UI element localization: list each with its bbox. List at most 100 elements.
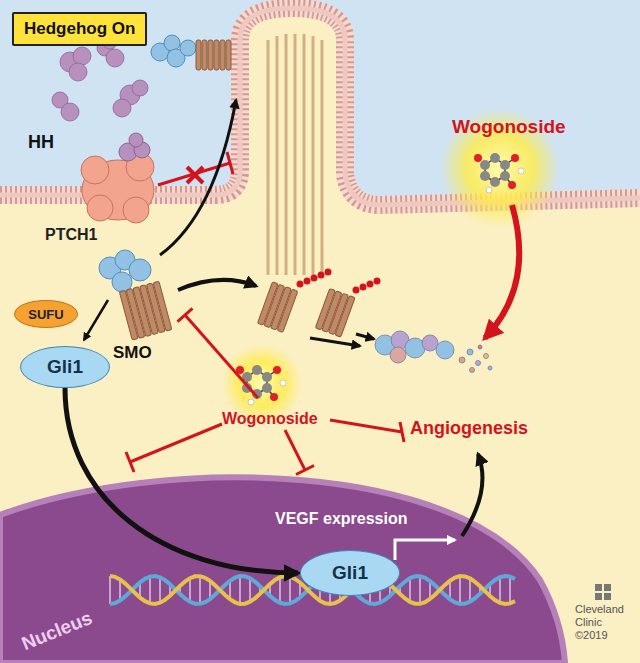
- ptch1-receptor: [123, 197, 149, 223]
- smo-ciliary: [220, 40, 225, 70]
- dna-illustration: [419, 576, 421, 604]
- axoneme: [303, 34, 306, 275]
- dna-illustration: [395, 540, 455, 560]
- axoneme: [268, 34, 322, 275]
- proteasome-degradation: [484, 354, 489, 359]
- dna-illustration: [459, 576, 461, 604]
- node-text: Gli1: [47, 356, 83, 378]
- ubiquitinated-smo: [318, 272, 325, 279]
- watermark: Clinic: [575, 616, 602, 629]
- axoneme: [312, 36, 315, 275]
- proteasome-degradation: [390, 347, 406, 363]
- ubiquitinated-smo: [374, 278, 381, 285]
- degradation-arrow: [310, 338, 360, 346]
- smo-ciliary: [196, 40, 231, 70]
- ubiquitinated-smo: [257, 282, 297, 333]
- ubiquitinated-smo: [367, 281, 374, 288]
- dna-illustration: [469, 578, 471, 601]
- proteasome-degradation: [459, 357, 465, 363]
- inhibition-lines: [185, 315, 258, 398]
- wogonoside-molecule: [480, 171, 490, 181]
- smo-ciliary: [180, 40, 196, 56]
- ubiquitinated-smo: [304, 278, 311, 285]
- degradation-arrow: [178, 280, 256, 290]
- dna-illustration: [199, 576, 201, 604]
- hedgehog-ligands: [113, 99, 131, 117]
- wogonoside-molecule: [500, 160, 510, 170]
- proteasome-degradation: [478, 345, 482, 349]
- clinic-logo: [604, 584, 611, 591]
- axoneme: [294, 34, 297, 275]
- drug-label: Wogonoside: [452, 116, 566, 138]
- clinic-logo: [595, 593, 602, 600]
- dna-illustration: [189, 578, 191, 602]
- wogonoside-molecule: [490, 177, 500, 187]
- inhibition-lines: [130, 424, 222, 462]
- dna-illustration: [249, 578, 251, 601]
- hedgehog-ligands: [52, 35, 148, 121]
- gli1-ellipse: Gli1: [20, 346, 110, 388]
- dna-illustration: [289, 577, 291, 604]
- inhibition-lines: [400, 422, 404, 442]
- hedgehog-ligands: [61, 103, 79, 121]
- blocked-inhibition: [187, 167, 203, 183]
- wogonoside-molecule: [480, 160, 490, 170]
- clinic-logo: [595, 584, 602, 591]
- wogonoside-molecule: [490, 153, 500, 163]
- axoneme: [267, 40, 270, 275]
- smo-ciliary: [202, 40, 207, 70]
- smo-ciliary: [208, 40, 213, 70]
- inhibition-lines: [178, 308, 193, 321]
- smo-ciliary: [196, 40, 201, 70]
- sufu-ellipse: SUFU: [14, 300, 78, 328]
- inhibition-lines: [126, 452, 134, 472]
- proteasome-degradation: [476, 361, 481, 366]
- wogonoside-molecule: [500, 171, 510, 181]
- ligand-label: HH: [28, 132, 54, 153]
- wogonoside-molecule: [518, 168, 524, 174]
- blocked-inhibition: [227, 152, 233, 174]
- ubiquitinated-smo: [325, 269, 332, 276]
- activation-arrow: [84, 300, 108, 340]
- inhibition-lines: [296, 466, 314, 475]
- ubiquitinated-smo: [297, 281, 304, 288]
- dna-illustration: [109, 576, 111, 604]
- process-label: Angiogenesis: [410, 418, 528, 439]
- proteasome-degradation: [436, 341, 454, 359]
- smo-ciliary: [164, 35, 180, 51]
- smo-ciliary: [151, 35, 196, 67]
- smo-receptor: [153, 281, 172, 331]
- dna-illustration: [499, 577, 501, 603]
- proteasome-degradation: [375, 331, 492, 373]
- wogonoside-molecule: [474, 154, 482, 162]
- clinic-logo: [604, 593, 611, 600]
- proteasome-degradation: [467, 349, 473, 355]
- wogonoside-molecule: [511, 154, 519, 162]
- node-text: Gli1: [332, 562, 368, 584]
- ubiquitinated-smo: [297, 269, 332, 288]
- ptch1-receptor: [129, 133, 143, 147]
- drug-label: Wogonoside: [222, 410, 318, 428]
- watermark: Cleveland: [575, 603, 624, 616]
- smo-ciliary: [151, 35, 231, 70]
- clinic-logo: [595, 584, 611, 600]
- proteasome-degradation: [488, 366, 492, 370]
- wogonoside-molecule: [508, 181, 516, 189]
- hedgehog-ligands: [73, 47, 91, 65]
- smo-ciliary: [226, 40, 231, 70]
- dna-illustration: [509, 577, 511, 604]
- state-box: Hedgehog On: [12, 12, 147, 46]
- node-text: SUFU: [28, 307, 63, 322]
- smo-ciliary: [214, 40, 219, 70]
- wogonoside-molecule: [486, 187, 492, 193]
- receptor-label: SMO: [113, 343, 152, 363]
- axoneme: [285, 34, 288, 275]
- dna-illustration: [279, 577, 281, 603]
- blocked-inhibition: [187, 167, 203, 183]
- node-text: Hedgehog On: [24, 19, 135, 38]
- translocation-arrow: [160, 100, 236, 255]
- degradation-arrow: [356, 334, 374, 339]
- smo-receptor: [99, 250, 172, 340]
- ubiquitinated-smo: [315, 288, 355, 337]
